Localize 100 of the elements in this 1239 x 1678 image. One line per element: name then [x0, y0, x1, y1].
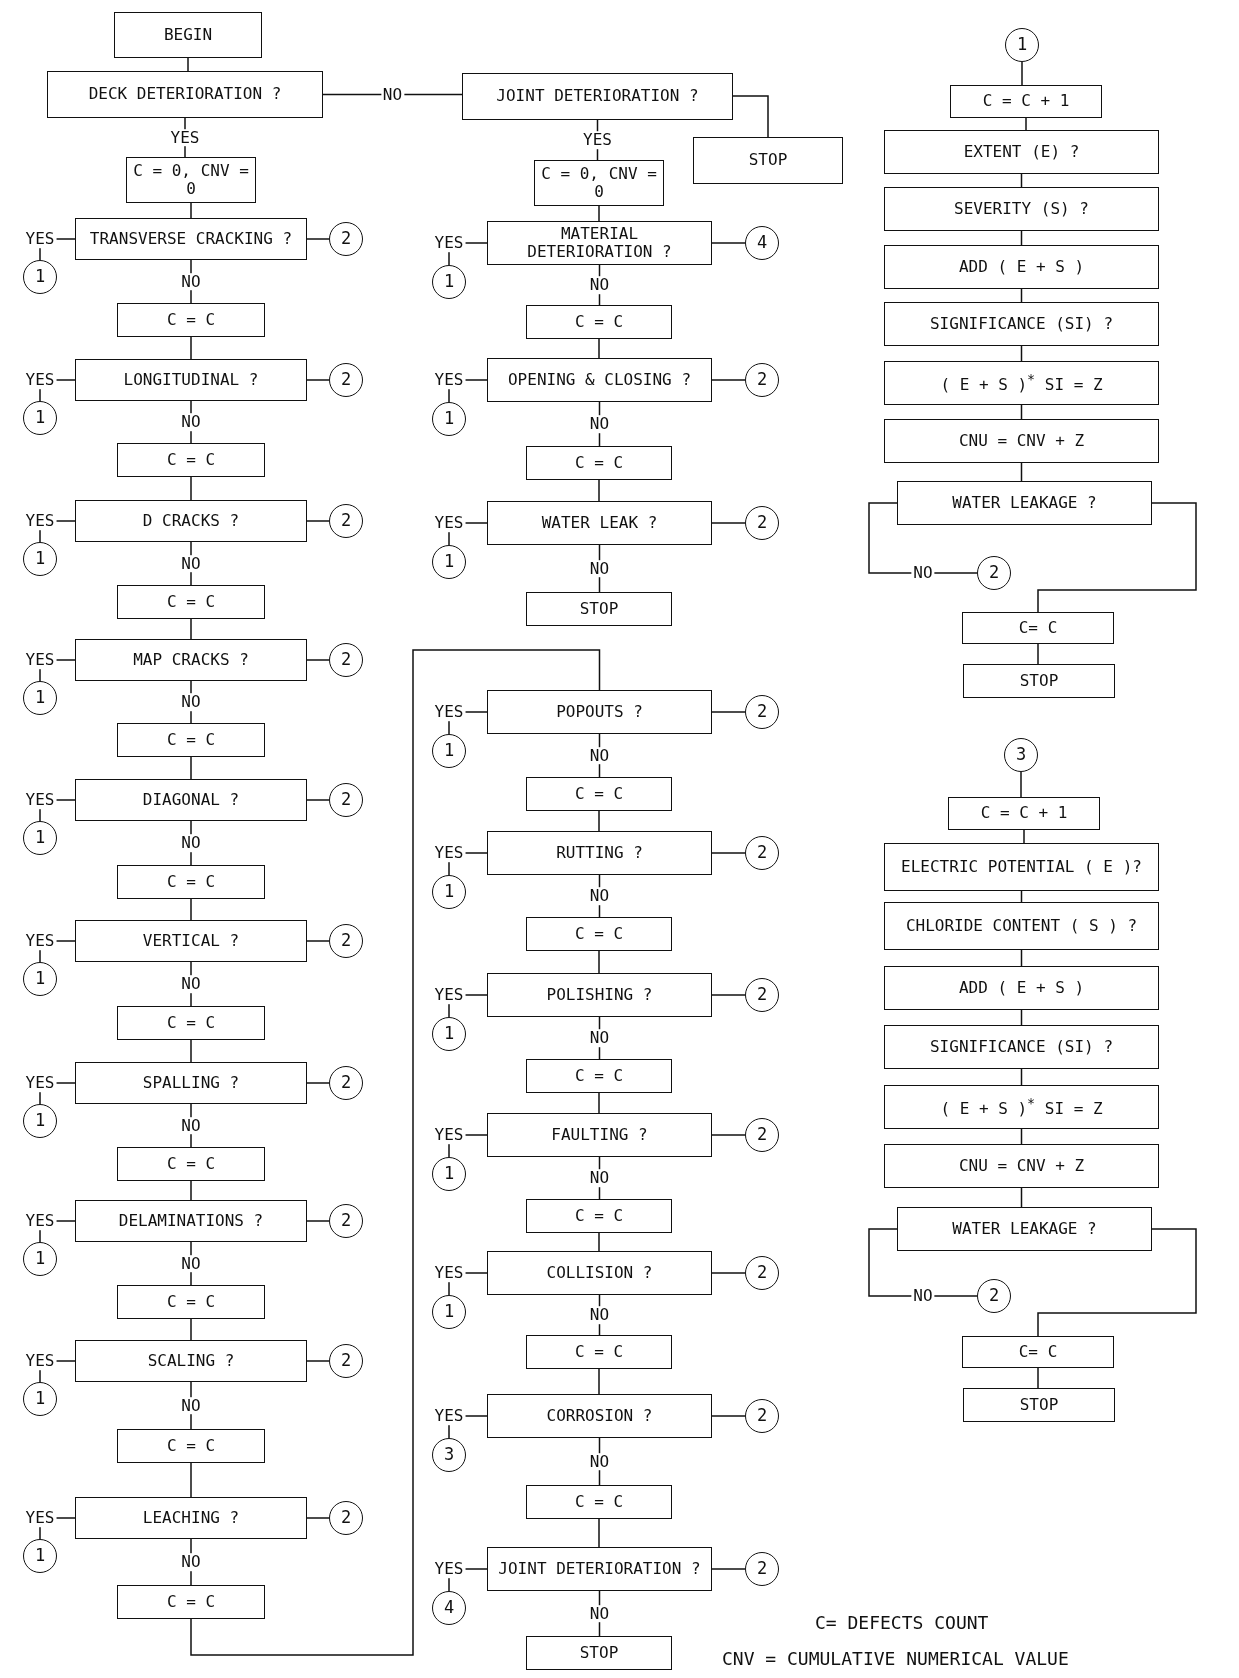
connector-line	[190, 618, 192, 640]
connector-circle	[23, 1242, 57, 1276]
edge-label: YES	[168, 128, 202, 147]
connector-circle	[432, 1017, 466, 1051]
connector-line	[1025, 117, 1027, 131]
connector-number: 2	[756, 702, 768, 722]
connector-line	[711, 242, 746, 244]
process-box	[963, 664, 1115, 698]
process-box	[487, 501, 712, 545]
connector-circle	[23, 821, 57, 855]
process-box	[963, 1388, 1115, 1422]
connector-number: 2	[756, 843, 768, 863]
edge-label: YES	[23, 651, 57, 669]
connector-line	[598, 1368, 600, 1395]
box-text: C = C	[166, 730, 216, 750]
process-box	[126, 157, 256, 203]
process-box	[117, 1429, 265, 1463]
connector-circle	[432, 1157, 466, 1191]
connector-number: 4	[443, 1598, 455, 1618]
connector-line	[190, 680, 192, 724]
connector-line	[306, 659, 330, 661]
legend-note: CNV = CUMULATIVE NUMERICAL VALUE	[722, 1648, 1069, 1669]
edge-label: YES	[23, 932, 57, 950]
connector-circle	[329, 222, 363, 256]
box-text: C = C + 1	[982, 92, 1070, 111]
box-text: C = C	[574, 1342, 624, 1362]
box-text: STOP	[579, 599, 619, 619]
edge-label: NO	[587, 559, 612, 578]
connector-line	[306, 1517, 330, 1519]
connector-line	[868, 502, 978, 574]
box-text: C = C	[166, 1592, 216, 1612]
process-box	[884, 130, 1159, 174]
process-box	[962, 612, 1114, 644]
edge-label: NO	[179, 413, 203, 431]
connector-circle	[745, 978, 779, 1012]
process-box	[487, 221, 712, 265]
process-box	[526, 592, 672, 626]
box-text: LONGITUDINAL ?	[123, 370, 259, 390]
box-text: D CRACKS ?	[142, 511, 240, 531]
connector-circle	[432, 545, 466, 579]
connector-line	[190, 336, 192, 360]
connector-circle	[1005, 28, 1039, 62]
box-text: C = C	[166, 450, 216, 470]
connector-number: 1	[34, 1111, 46, 1131]
edge-label: YES	[432, 986, 466, 1004]
process-box	[117, 1285, 265, 1319]
process-box	[487, 973, 712, 1017]
connector-circle	[432, 265, 466, 299]
connector-line	[1037, 502, 1197, 613]
process-box	[75, 500, 307, 542]
process-box	[962, 1336, 1114, 1368]
box-text: JOINT DETERIORATION ?	[498, 1559, 701, 1579]
box-text: DECK DETERIORATION ?	[88, 85, 282, 104]
connector-line	[190, 756, 192, 780]
connector-circle	[329, 1066, 363, 1100]
edge-label: NO	[587, 746, 612, 765]
legend-note: C= DEFECTS COUNT	[815, 1612, 989, 1633]
connector-number: 1	[443, 1024, 455, 1044]
connector-number: 1	[34, 828, 46, 848]
connector-circle	[745, 1118, 779, 1152]
process-box	[117, 723, 265, 757]
connector-line	[1023, 829, 1025, 844]
process-box	[526, 917, 672, 951]
connector-line	[598, 1232, 600, 1252]
connector-number: 2	[340, 1351, 352, 1371]
connector-line	[1020, 771, 1022, 798]
box-text: C = C	[574, 1492, 624, 1512]
connector-line	[1037, 1367, 1039, 1389]
box-text: STOP	[1019, 1395, 1059, 1415]
process-box	[884, 419, 1159, 463]
connector-line	[306, 940, 330, 942]
connector-number: 1	[443, 409, 455, 429]
connector-line	[711, 522, 746, 524]
box-text: C = C	[166, 592, 216, 612]
process-box	[526, 446, 672, 480]
connector-number: 1	[34, 1249, 46, 1269]
connector-line	[711, 379, 746, 381]
box-text: ELECTRIC POTENTIAL ( E )?	[901, 857, 1142, 877]
edge-label: NO	[179, 1553, 203, 1571]
process-box	[117, 1147, 265, 1181]
box-text: STOP	[748, 151, 788, 170]
connector-number: 2	[756, 985, 768, 1005]
process-box	[884, 245, 1159, 289]
connector-number: 1	[34, 408, 46, 428]
connector-circle	[745, 506, 779, 540]
box-text: C = C	[574, 453, 624, 473]
box-text: C = 0, CNV = 0	[541, 164, 657, 202]
connector-line	[1037, 1228, 1197, 1337]
box-text: C= C	[1018, 1342, 1058, 1362]
edge-label: YES	[432, 1407, 466, 1425]
box-text: OPENING & CLOSING ?	[508, 370, 691, 390]
edge-label: NO	[179, 1254, 203, 1273]
connector-number: 2	[340, 229, 352, 249]
process-box	[47, 71, 323, 118]
connector-line	[190, 1318, 192, 1341]
box-text: COLLISION ?	[546, 1263, 653, 1283]
edge-label: NO	[179, 834, 203, 852]
edge-label: YES	[432, 703, 466, 721]
connector-number: 1	[34, 1546, 46, 1566]
connector-number: 2	[756, 1125, 768, 1145]
